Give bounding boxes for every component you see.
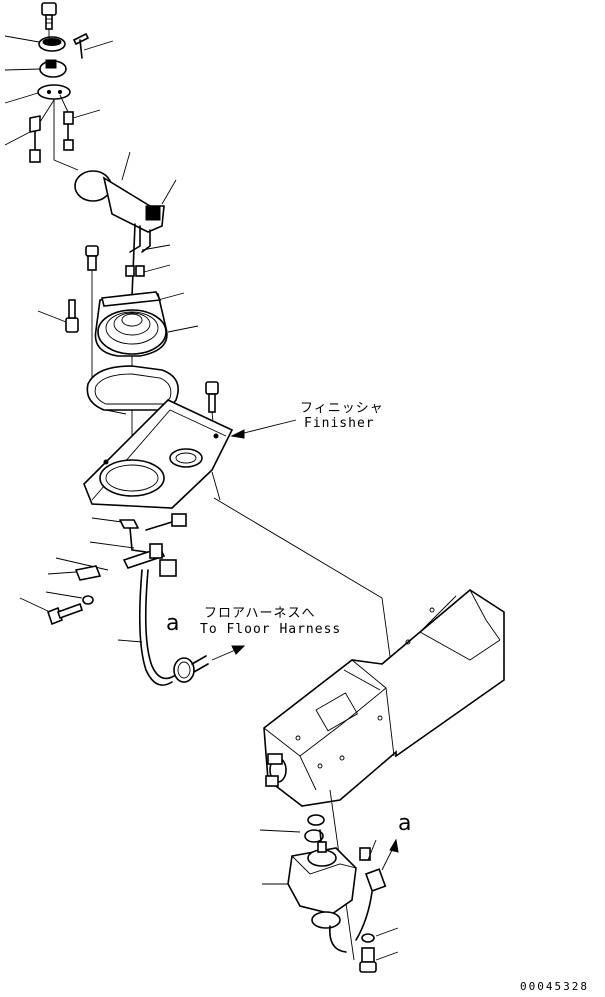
harness-clip xyxy=(91,513,187,553)
left-bolt xyxy=(37,299,79,333)
view-ref-lower: a xyxy=(398,811,411,836)
small-screw xyxy=(72,32,114,59)
lever-knob xyxy=(74,151,177,297)
long-bolt xyxy=(85,245,99,395)
cap-disc xyxy=(4,35,66,52)
floor-harness-label-jp: フロアハーネスへ xyxy=(204,606,315,621)
finisher-bolt xyxy=(205,381,219,433)
harness-plate xyxy=(47,565,102,581)
lower-arrow xyxy=(381,838,399,871)
view-ref-upper: a xyxy=(166,611,179,636)
right-connector xyxy=(59,94,101,151)
boot-frame xyxy=(86,365,179,415)
drawing-number: 00045328 xyxy=(520,980,589,993)
left-connector xyxy=(4,99,55,163)
floor-harness-label-en: To Floor Harness xyxy=(200,622,341,637)
finisher-label-en: Finisher xyxy=(304,416,375,431)
lower-washer xyxy=(361,927,399,943)
harness-cable xyxy=(117,569,209,686)
harness-bolt xyxy=(19,597,84,626)
finisher-panel xyxy=(83,399,234,509)
finisher-callout xyxy=(230,419,297,439)
harness-bracket xyxy=(55,541,177,577)
console-box xyxy=(263,589,505,807)
pilot-valve xyxy=(262,829,357,953)
lower-bolt xyxy=(359,947,399,973)
floor-harness-arrow xyxy=(211,645,246,661)
mount-plate xyxy=(4,84,79,171)
lower-clamp xyxy=(355,839,387,941)
finisher-label-jp: フィニッシャ xyxy=(300,401,384,416)
top-bolt xyxy=(41,2,57,38)
lever-boot xyxy=(94,291,199,456)
switch-plate xyxy=(4,59,67,78)
harness-washer xyxy=(45,591,94,605)
